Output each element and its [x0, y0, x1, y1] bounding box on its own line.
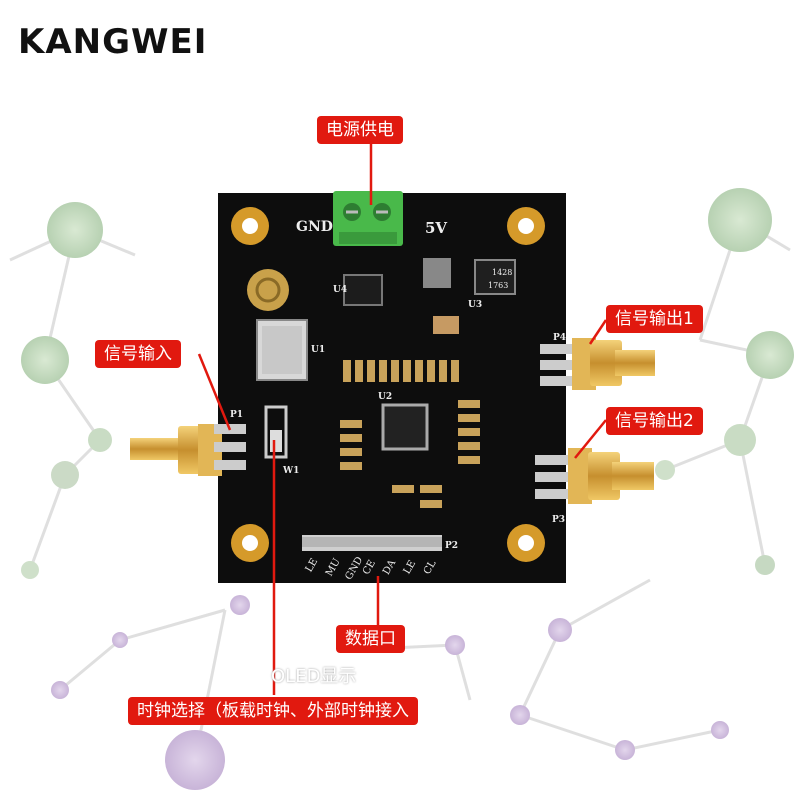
callout-power: 电源供电	[317, 116, 403, 144]
p4-label: P4	[553, 333, 567, 343]
sma-connector-out1	[540, 338, 655, 390]
chip-marking-2: 1763	[488, 281, 509, 290]
capacitor-large	[423, 258, 451, 288]
u1-label: U1	[311, 345, 326, 355]
mounting-holes	[231, 207, 545, 562]
faint-overlay-text: OLED显示	[271, 666, 357, 687]
power-terminal	[333, 191, 403, 246]
crystal-oscillator	[256, 319, 308, 381]
w1-label: W1	[283, 466, 300, 476]
sma-connector-in	[130, 424, 246, 476]
gnd-label: GND	[296, 219, 333, 235]
u4-ic	[343, 274, 383, 306]
u3-label: U3	[468, 300, 483, 310]
rf-logo	[247, 269, 289, 311]
pcb-board	[218, 193, 566, 583]
network-nodes	[21, 188, 794, 790]
callout-lines	[197, 143, 608, 695]
u4-label: U4	[333, 285, 348, 295]
pin-header	[302, 535, 442, 551]
p3-label: P3	[552, 515, 566, 525]
5v-label: 5V	[425, 219, 448, 237]
chip-marking-1: 1428	[492, 268, 513, 277]
main-ic	[381, 403, 429, 451]
callout-signal-output-2: 信号输出2	[606, 407, 703, 435]
p2-label: P2	[445, 541, 459, 551]
callout-signal-output-1: 信号输出1	[606, 305, 703, 333]
regulator-ic	[474, 259, 516, 295]
sma-connector-out2	[535, 448, 654, 504]
callout-clock-select: 时钟选择（板载时钟、外部时钟接入	[128, 697, 418, 725]
cap-brown	[433, 316, 459, 334]
p1-label: P1	[230, 410, 244, 420]
callout-signal-input: 信号输入	[95, 340, 181, 368]
callout-data-port: 数据口	[336, 625, 405, 653]
u2-label: U2	[378, 392, 393, 402]
brand-logo: KANGWEI	[18, 22, 208, 62]
